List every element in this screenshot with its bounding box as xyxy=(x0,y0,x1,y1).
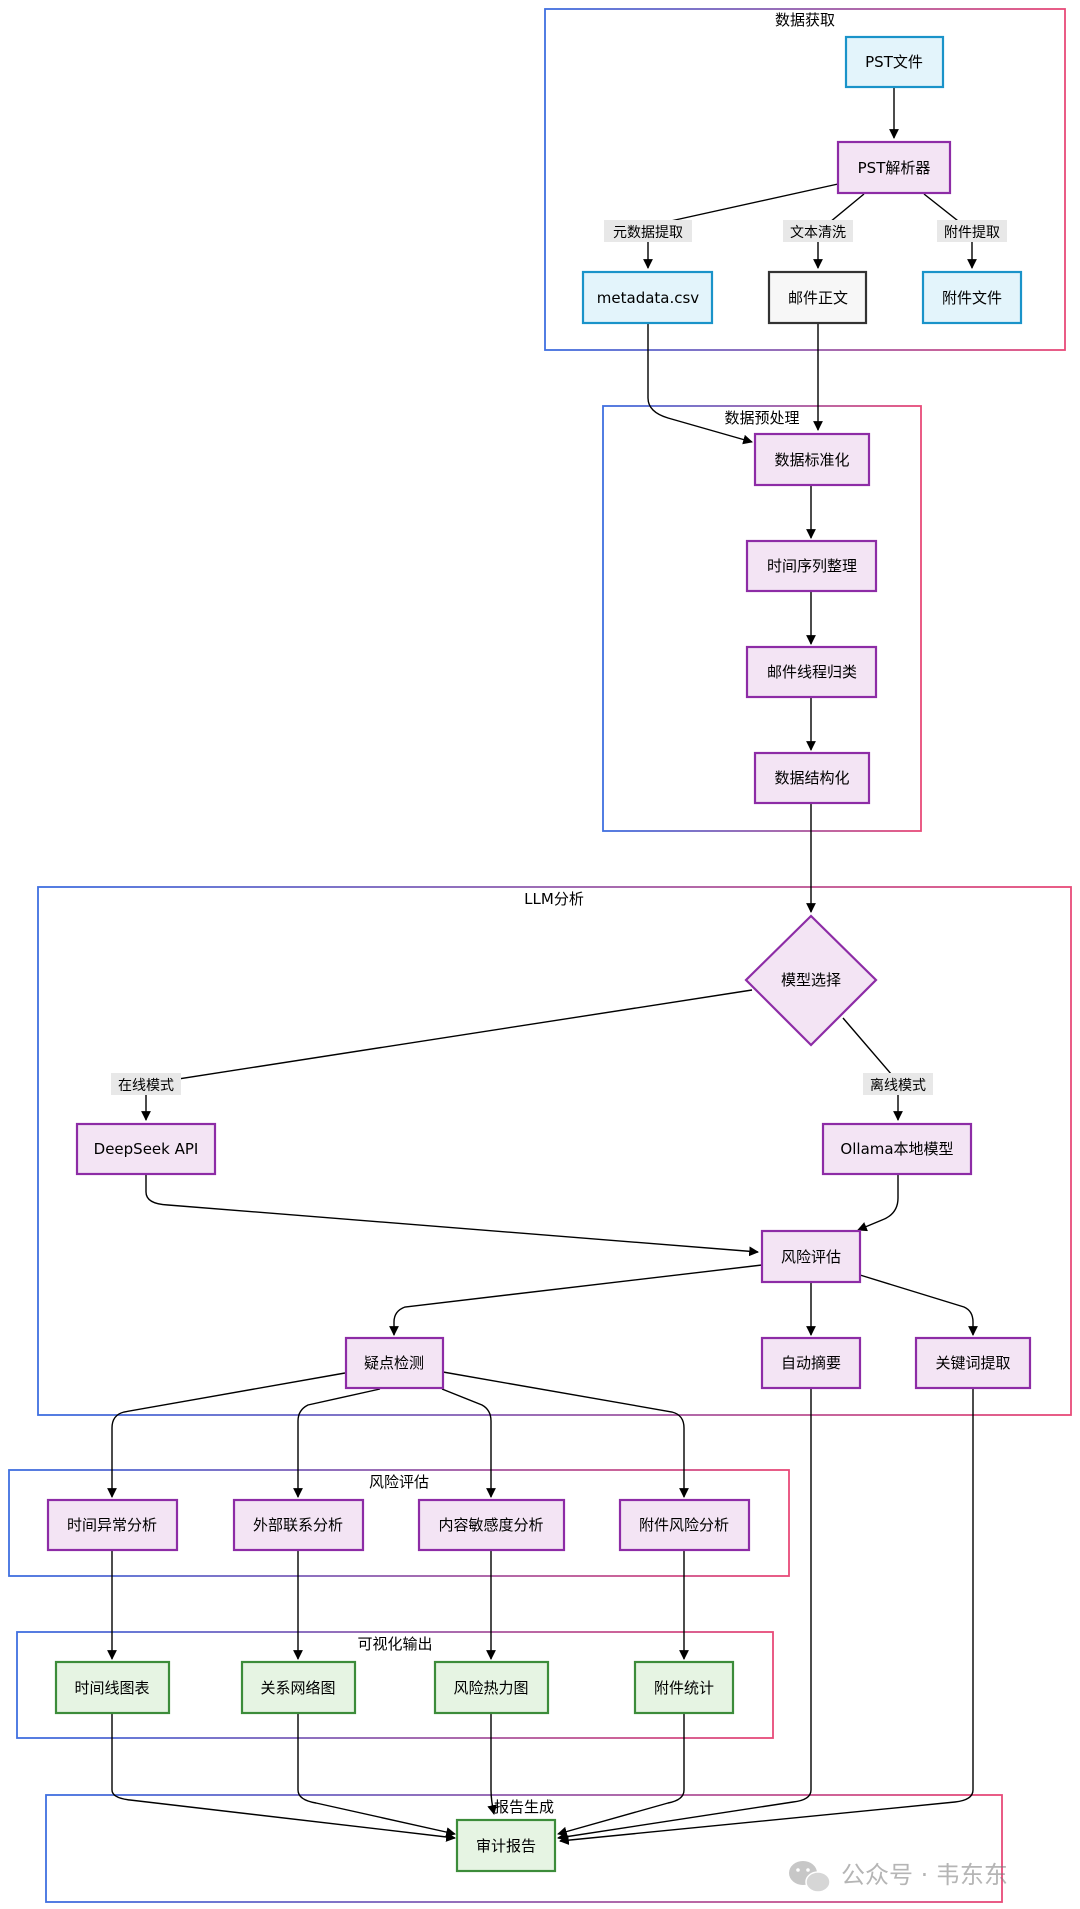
group-title-report-generation: 报告生成 xyxy=(494,1798,554,1816)
svg-text:附件统计: 附件统计 xyxy=(654,1679,714,1697)
edge-label-text-clean: 文本清洗 xyxy=(790,225,846,241)
svg-text:时间异常分析: 时间异常分析 xyxy=(67,1516,157,1534)
node-normalize[interactable]: 数据标准化 xyxy=(753,432,871,487)
node-structure[interactable]: 数据结构化 xyxy=(753,751,871,805)
edge-suspicious-external xyxy=(293,1388,381,1498)
svg-text:DeepSeek API: DeepSeek API xyxy=(94,1140,199,1158)
edge-heatmap-report xyxy=(487,1714,497,1815)
edge-deepseek-risk xyxy=(145,1175,759,1257)
edge-suspicious-time xyxy=(107,1372,346,1498)
group-title-risk-assessment: 风险评估 xyxy=(369,1473,429,1491)
edge-metadata-normalize xyxy=(647,324,753,445)
svg-text:邮件正文: 邮件正文 xyxy=(788,289,848,307)
svg-text:关系网络图: 关系网络图 xyxy=(260,1679,335,1697)
group-visual-output: 可视化输出 xyxy=(16,1631,774,1739)
edge-summary-report xyxy=(557,1389,812,1842)
edge-ollama-risk xyxy=(857,1175,899,1232)
node-model-select[interactable]: 模型选择 xyxy=(744,914,878,1047)
group-risk-assessment: 风险评估 xyxy=(8,1469,790,1577)
edge-model-deepseek xyxy=(141,989,753,1121)
svg-text:PST文件: PST文件 xyxy=(865,53,923,71)
svg-text:风险评估: 风险评估 xyxy=(781,1248,841,1266)
node-suspicious[interactable]: 疑点检测 xyxy=(344,1336,445,1390)
node-pst-parser[interactable]: PST解析器 xyxy=(836,140,952,195)
svg-text:疑点检测: 疑点检测 xyxy=(364,1354,424,1372)
svg-text:PST解析器: PST解析器 xyxy=(858,159,931,177)
watermark-text: 公众号 · 韦东东 xyxy=(841,1861,1008,1889)
svg-text:Ollama本地模型: Ollama本地模型 xyxy=(840,1140,953,1158)
node-pst-file[interactable]: PST文件 xyxy=(844,35,945,89)
group-preprocessing: 数据预处理 xyxy=(602,405,922,832)
edge-labels: 元数据提取 文本清洗 附件提取 在线模式 离线模式 xyxy=(111,220,1007,1095)
edge-risk-suspicious xyxy=(389,1264,763,1336)
group-title-data-acquisition: 数据获取 xyxy=(775,11,835,29)
svg-text:附件风险分析: 附件风险分析 xyxy=(639,1516,729,1534)
svg-text:关键词提取: 关键词提取 xyxy=(935,1354,1010,1372)
edges xyxy=(107,88,978,1846)
node-risk-heatmap[interactable]: 风险热力图 xyxy=(433,1660,550,1715)
group-llm-analysis: LLM分析 xyxy=(37,886,1072,1416)
group-title-visual-output: 可视化输出 xyxy=(357,1635,432,1653)
svg-text:内容敏感度分析: 内容敏感度分析 xyxy=(438,1516,543,1534)
node-keyword[interactable]: 关键词提取 xyxy=(914,1336,1032,1390)
svg-text:自动摘要: 自动摘要 xyxy=(781,1354,841,1372)
edge-model-ollama xyxy=(842,1017,903,1121)
node-ollama[interactable]: Ollama本地模型 xyxy=(821,1122,973,1176)
svg-text:数据标准化: 数据标准化 xyxy=(774,451,849,469)
node-attachment-stats[interactable]: 附件统计 xyxy=(633,1660,735,1715)
node-metadata-csv[interactable]: metadata.csv xyxy=(581,270,714,325)
group-title-preprocessing: 数据预处理 xyxy=(724,409,799,427)
node-audit-report[interactable]: 审计报告 xyxy=(455,1818,557,1873)
svg-text:外部联系分析: 外部联系分析 xyxy=(253,1516,343,1534)
edge-suspicious-content xyxy=(441,1388,496,1498)
svg-text:时间线图表: 时间线图表 xyxy=(74,1679,149,1697)
svg-text:metadata.csv: metadata.csv xyxy=(597,289,700,307)
svg-text:附件文件: 附件文件 xyxy=(942,289,1002,307)
svg-text:模型选择: 模型选择 xyxy=(781,971,841,989)
svg-text:时间序列整理: 时间序列整理 xyxy=(767,557,857,575)
edge-keyword-report xyxy=(559,1389,974,1846)
edge-label-attachment-extract: 附件提取 xyxy=(944,225,1000,241)
node-time-series[interactable]: 时间序列整理 xyxy=(745,539,878,593)
node-time-anomaly[interactable]: 时间异常分析 xyxy=(46,1498,179,1552)
watermark: 公众号 · 韦东东 xyxy=(789,1861,1008,1893)
edge-stats-report xyxy=(557,1714,685,1837)
edge-label-online-mode: 在线模式 xyxy=(118,1078,174,1094)
node-deepseek-api[interactable]: DeepSeek API xyxy=(75,1122,217,1176)
node-timeline-chart[interactable]: 时间线图表 xyxy=(54,1660,171,1715)
svg-text:数据结构化: 数据结构化 xyxy=(774,769,849,787)
node-external-contact[interactable]: 外部联系分析 xyxy=(232,1498,365,1552)
edge-suspicious-attachment xyxy=(442,1371,689,1498)
group-data-acquisition: 数据获取 xyxy=(544,8,1066,351)
node-email-body[interactable]: 邮件正文 xyxy=(767,270,868,325)
wechat-icon xyxy=(789,1861,831,1893)
node-relation-graph[interactable]: 关系网络图 xyxy=(240,1660,357,1715)
edge-relation-report xyxy=(297,1714,456,1837)
node-risk-eval[interactable]: 风险评估 xyxy=(760,1229,862,1284)
node-auto-summary[interactable]: 自动摘要 xyxy=(760,1336,862,1390)
node-content-sensitivity[interactable]: 内容敏感度分析 xyxy=(417,1498,566,1552)
edge-risk-keyword xyxy=(859,1274,978,1336)
svg-text:邮件线程归类: 邮件线程归类 xyxy=(767,663,857,681)
edge-label-offline-mode: 离线模式 xyxy=(870,1077,926,1094)
node-attachment-files[interactable]: 附件文件 xyxy=(921,270,1023,325)
group-report-generation: 报告生成 xyxy=(45,1794,1003,1903)
node-attachment-risk[interactable]: 附件风险分析 xyxy=(618,1498,751,1552)
group-title-llm-analysis: LLM分析 xyxy=(524,890,584,908)
edge-timeline-report xyxy=(111,1714,456,1842)
node-thread-group[interactable]: 邮件线程归类 xyxy=(745,645,878,699)
svg-text:审计报告: 审计报告 xyxy=(476,1837,536,1855)
svg-text:风险热力图: 风险热力图 xyxy=(453,1679,528,1697)
edge-label-metadata-extract: 元数据提取 xyxy=(613,225,683,241)
